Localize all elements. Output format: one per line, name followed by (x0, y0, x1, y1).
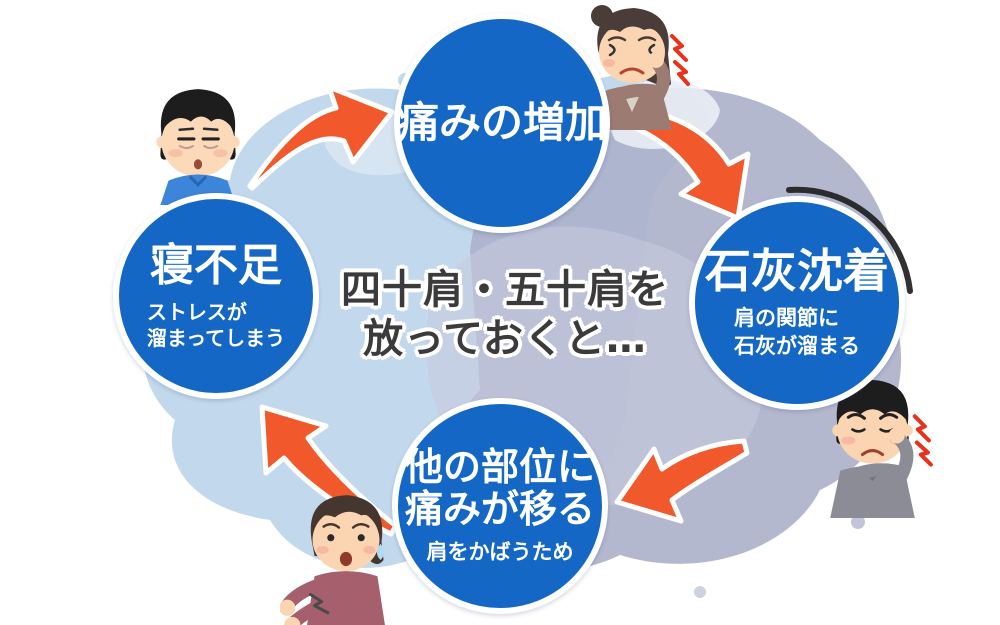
circle-calcium-deposit: 石灰沈着 肩の関節に 石灰が溜まる (689, 196, 905, 410)
circle-calcium-deposit-subtitle: 肩の関節に 石灰が溜まる (734, 306, 860, 358)
cycle-arrow-top-to-right (608, 106, 751, 221)
circle-lack-of-sleep-subtitle: ストレスが 溜まってしまう (146, 299, 286, 350)
circle-calcium-deposit-title: 石灰沈着 (705, 243, 889, 298)
cycle-arrow-right-to-bottom (614, 438, 750, 524)
cycle-arrow-left-to-top (247, 84, 395, 191)
center-caption-line2: 放っておくと… (363, 315, 647, 362)
center-caption: 四十肩・五十肩を 放っておくと… (310, 266, 700, 364)
sleepy-man-illustration (156, 89, 240, 205)
circle-pain-increase: 痛みの増加 (394, 13, 610, 233)
circle-pain-moves-title: 他の部位に 痛みが移る (404, 444, 595, 532)
circle-lack-of-sleep: 寝不足 ストレスが 溜まってしまう (113, 193, 319, 399)
circle-lack-of-sleep-title: 寝不足 (150, 240, 282, 292)
circle-pain-moves-subtitle: 肩をかばうため (426, 539, 574, 564)
cycle-arrow-bottom-to-left (259, 404, 399, 537)
center-caption-line1: 四十肩・五十肩を (341, 267, 669, 313)
circle-pain-moves: 他の部位に 痛みが移る 肩をかばうため (392, 398, 608, 614)
circle-pain-increase-title: 痛みの増加 (397, 98, 608, 148)
